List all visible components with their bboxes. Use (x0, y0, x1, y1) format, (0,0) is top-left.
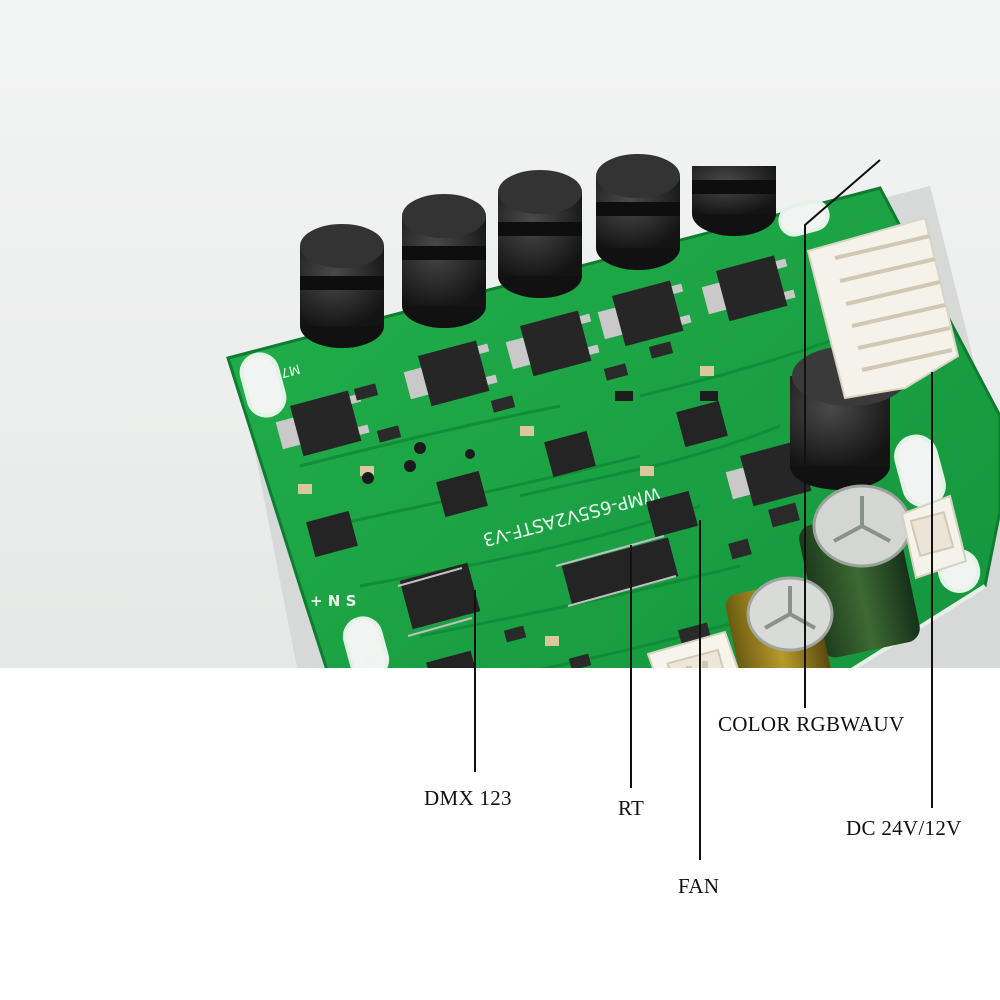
label-dmx: DMX 123 (424, 786, 512, 810)
ic-chips (306, 400, 728, 668)
label-rt: RT (618, 796, 645, 820)
inductor-row (300, 154, 776, 348)
silk-mark-m9: M9 (363, 645, 386, 665)
capacitor-small (725, 576, 835, 668)
ic-pins (397, 535, 677, 637)
label-color: COLOR RGBWAUV (718, 712, 905, 736)
silk-mark-plus: + N S (310, 592, 356, 610)
color-connector (806, 216, 960, 400)
silk-mark-m7: M7 (279, 360, 302, 380)
label-dc: DC 24V/12V (846, 816, 962, 840)
label-fan: FAN (678, 874, 720, 898)
diodes (615, 391, 718, 401)
leader-color (804, 159, 881, 708)
